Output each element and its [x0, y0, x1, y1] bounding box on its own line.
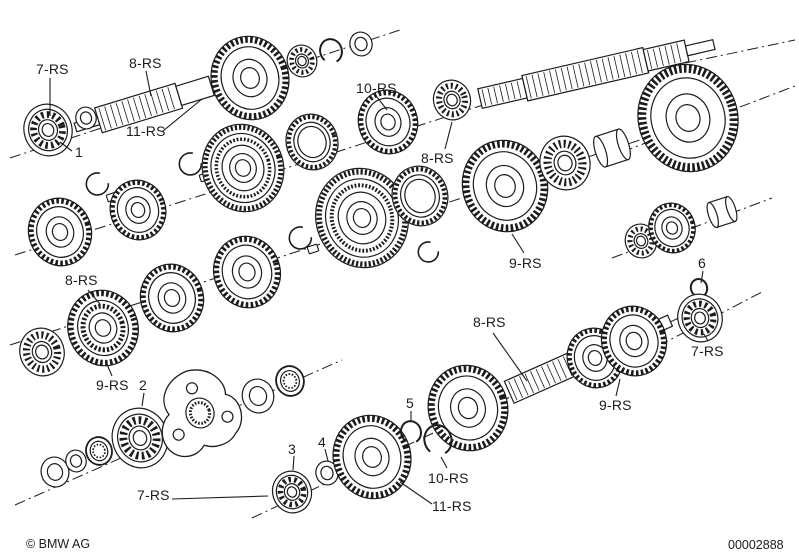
document-number: 00002888	[728, 538, 784, 552]
synchro-ring	[285, 113, 339, 171]
washer	[40, 456, 70, 488]
callout-10rs-gear: 10-RS	[356, 80, 397, 96]
washer	[75, 106, 97, 130]
snap-ring	[689, 278, 709, 298]
leader-line	[703, 333, 709, 342]
callout-8rs-input-shaft: 8-RS	[129, 55, 162, 71]
callout-8rs-countershaft: 8-RS	[473, 314, 506, 330]
leader-line	[440, 456, 448, 469]
leader-line	[171, 495, 269, 500]
axis-line	[479, 39, 796, 107]
snap-ring	[319, 38, 343, 64]
spacer-bushing	[706, 195, 738, 229]
spring-clip	[288, 226, 313, 250]
callout-7rs-rear-bearing: 7-RS	[691, 343, 724, 359]
leader-line	[444, 121, 453, 150]
callout-7rs-front-bearing: 7-RS	[36, 61, 69, 77]
shaft	[73, 75, 215, 134]
cluster-gear	[67, 289, 139, 367]
leader-line	[399, 481, 433, 505]
callout-9rs-cluster-gear: 9-RS	[96, 377, 129, 393]
callout-9rs-gear-mid: 9-RS	[509, 255, 542, 271]
ball-bearing	[271, 470, 313, 514]
callout-11rs-bottom-gear: 11-RS	[432, 498, 472, 514]
helical-gear	[637, 63, 739, 173]
synchro-ring	[391, 165, 449, 227]
synchronizer-hub	[201, 123, 285, 213]
washer	[349, 31, 373, 57]
leader-line	[511, 233, 525, 254]
callout-part-4: 4	[318, 434, 326, 450]
spring-clip	[85, 172, 110, 196]
leader-line	[162, 98, 203, 132]
helical-gear	[109, 179, 167, 241]
washer	[65, 449, 87, 473]
callout-8rs-cluster: 8-RS	[65, 272, 98, 288]
callout-part-5: 5	[406, 395, 414, 411]
callout-part-3: 3	[288, 441, 296, 457]
sliding-key	[306, 243, 320, 255]
parts-layer	[19, 31, 739, 514]
spacer-bushing	[593, 128, 631, 168]
output-flange	[161, 369, 243, 458]
ball-bearing	[111, 407, 169, 469]
leader-line	[376, 96, 388, 111]
leader-line	[87, 289, 101, 305]
helical-gear	[210, 35, 290, 121]
leader-line	[492, 332, 528, 382]
leader-line	[615, 378, 621, 397]
callout-10rs-circlip: 10-RS	[428, 470, 469, 486]
leader-lines-layer	[49, 70, 709, 505]
callout-part-6: 6	[698, 255, 706, 271]
spring-clip	[417, 241, 440, 263]
ball-bearing	[677, 293, 723, 343]
snap-ring	[399, 420, 423, 444]
callout-7rs-bottom-bearing: 7-RS	[137, 487, 170, 503]
washer	[241, 378, 275, 414]
synchronizer-hub	[315, 167, 409, 269]
needle-bearing-cage	[432, 79, 472, 121]
leader-line	[141, 392, 145, 407]
leader-line	[145, 70, 152, 97]
helical-gear	[332, 414, 412, 500]
callout-8rs-needle-cage: 8-RS	[421, 150, 454, 166]
needle-bearing-cage	[286, 44, 318, 78]
leader-line	[324, 448, 329, 462]
helical-gear	[600, 305, 668, 377]
helical-gear	[357, 89, 419, 155]
leader-line	[700, 270, 704, 284]
callout-part-1: 1	[75, 144, 83, 160]
helical-gear	[427, 364, 509, 452]
locknut	[275, 365, 305, 397]
spring-clip	[178, 152, 203, 176]
ball-bearing	[23, 103, 73, 157]
needle-bearing-cage	[539, 135, 591, 191]
leader-line	[59, 141, 73, 152]
copyright-text: © BMW AG	[26, 537, 91, 551]
snap-ring	[423, 424, 453, 456]
callout-part-2: 2	[139, 377, 147, 393]
needle-bearing-cage	[19, 327, 65, 377]
leader-line	[292, 455, 295, 471]
helical-gear	[212, 235, 282, 309]
helical-gear	[648, 202, 696, 254]
callout-11rs-input-gear: 11-RS	[126, 123, 166, 139]
locknut	[85, 436, 113, 466]
helical-gear	[27, 197, 93, 267]
callout-9rs-shaft-gear: 9-RS	[599, 397, 632, 413]
helical-gear	[139, 263, 205, 333]
helical-gear	[461, 139, 549, 233]
shaft	[477, 38, 716, 110]
leader-line	[105, 361, 113, 377]
